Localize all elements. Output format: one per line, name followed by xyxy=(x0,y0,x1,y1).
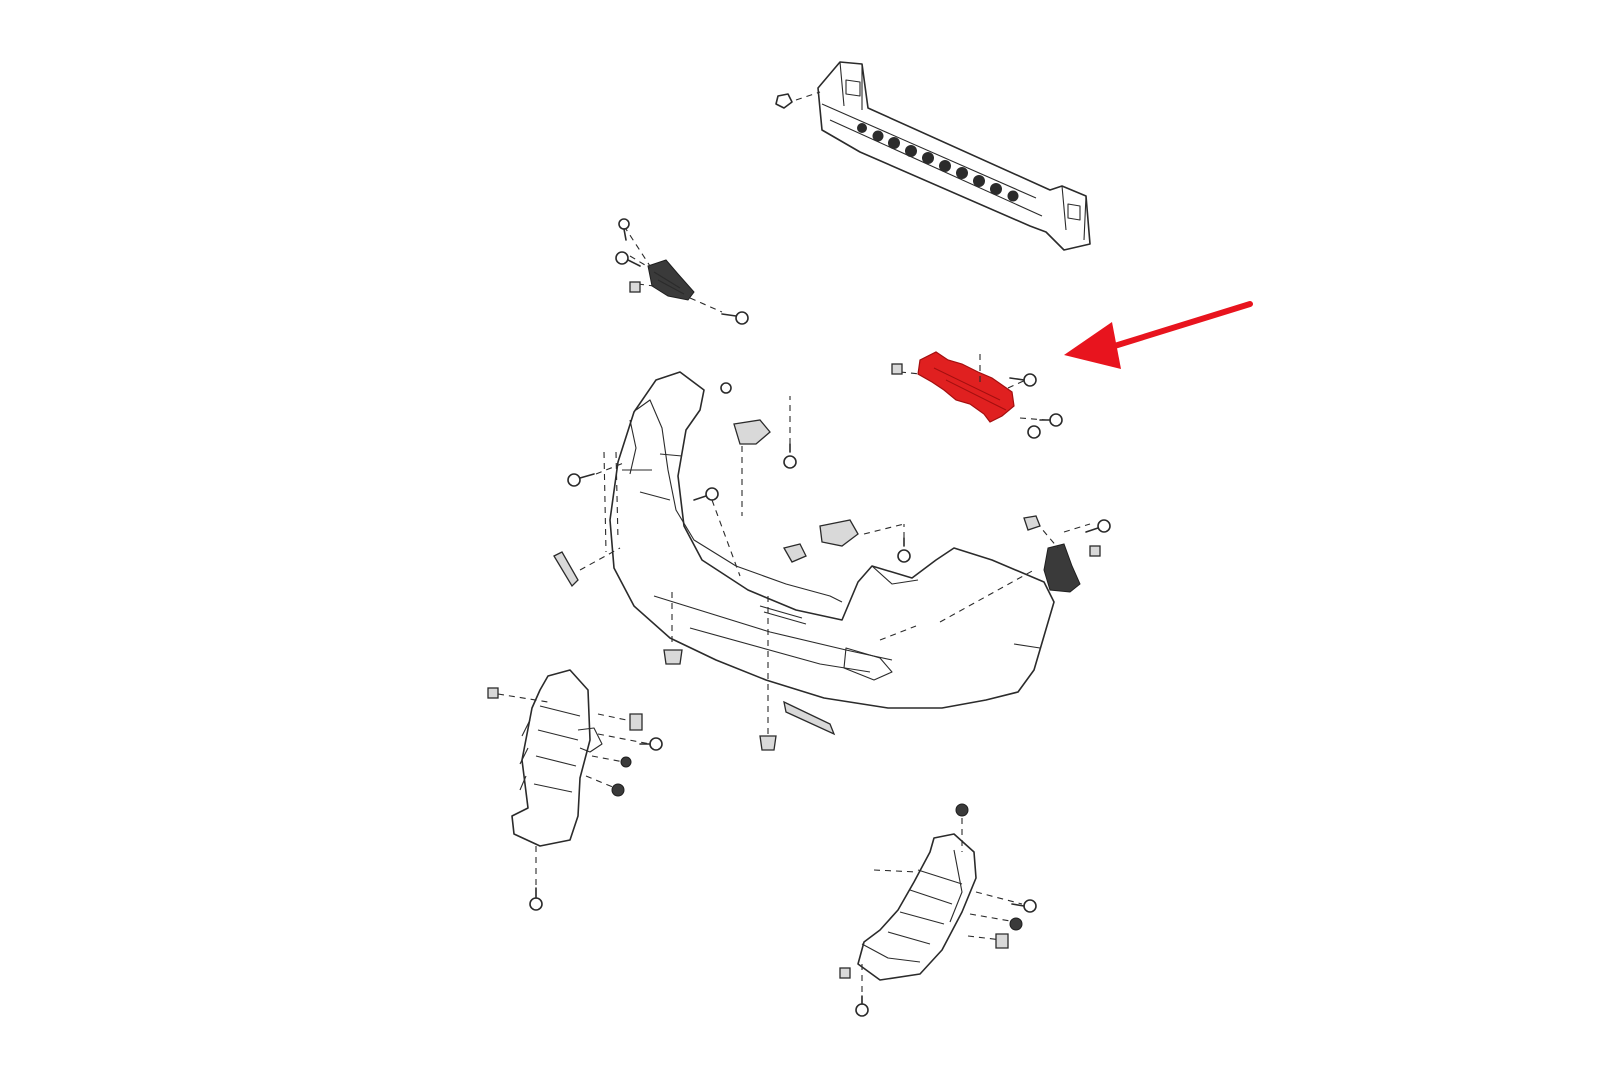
side-reflector-left xyxy=(553,551,579,588)
bumper-plug-left xyxy=(663,649,683,665)
rear-bumper-cover xyxy=(553,371,1055,751)
red-bracket-nut xyxy=(891,363,903,375)
red-bracket-shape xyxy=(917,351,1015,423)
rear-reflector xyxy=(783,700,836,736)
bumper-screw-top-left xyxy=(720,382,732,394)
bumper-screw-center xyxy=(897,537,911,563)
bumper-screw-left xyxy=(567,473,595,487)
splash-screw-right xyxy=(639,737,663,751)
corner-clip xyxy=(1023,515,1041,531)
corner-nut xyxy=(1089,545,1101,557)
bumper-screw-down xyxy=(783,443,797,469)
bracket-nut xyxy=(629,281,641,293)
splash-clip-right xyxy=(629,713,643,731)
bumper-clip-center xyxy=(819,519,859,547)
right-splash-nut-top xyxy=(955,803,969,817)
right-splash-clip xyxy=(995,933,1009,949)
red-bracket-bolt-right xyxy=(1039,413,1063,427)
left-upper-bracket xyxy=(615,218,749,325)
beam-holes xyxy=(857,123,1019,202)
bracket-bolt-right xyxy=(721,311,749,325)
splash-nut-left xyxy=(487,687,499,699)
red-bracket-bolt-top xyxy=(1009,373,1037,387)
pointer-arrow xyxy=(1064,301,1253,369)
splash-nut-mid xyxy=(620,756,632,768)
corner-screw xyxy=(1085,519,1111,533)
highlighted-bumper-bracket xyxy=(891,351,1063,439)
bumper-clip-upper-center xyxy=(733,419,771,445)
right-splash-nut-mid xyxy=(1009,917,1023,931)
right-corner-bracket xyxy=(1023,515,1111,593)
right-splash-bolt xyxy=(1011,899,1037,913)
left-splash-guard xyxy=(487,669,663,911)
splash-screw-bottom xyxy=(529,887,543,911)
beam-bolt xyxy=(775,93,793,109)
bumper-screw-mid xyxy=(693,487,719,501)
right-splash-screw-bottom xyxy=(855,995,869,1017)
bracket-screw-top xyxy=(618,218,630,241)
red-bracket-bolt-bottom xyxy=(1027,425,1041,439)
bumper-reinforcement-beam xyxy=(775,61,1091,251)
bumper-clip-small xyxy=(783,543,807,563)
right-splash-nut-low xyxy=(839,967,851,979)
bracket-screw-mid xyxy=(615,251,641,267)
right-splash-guard xyxy=(839,803,1037,1017)
arrow-head xyxy=(1064,322,1121,369)
bumper-plug-center xyxy=(759,735,777,751)
splash-nut-low xyxy=(611,783,625,797)
